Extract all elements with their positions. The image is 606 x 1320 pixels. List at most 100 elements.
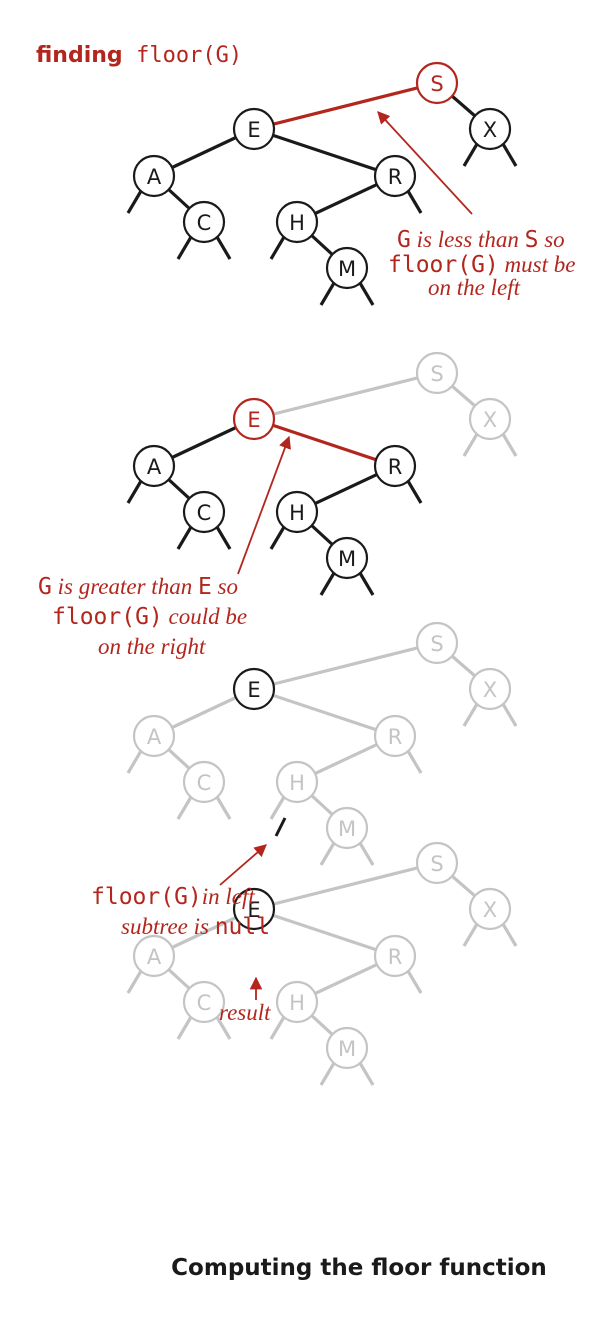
- svg-text:floor(G)in left: floor(G)in left: [91, 884, 255, 910]
- null-link-A-0: [126, 480, 143, 504]
- node-circle: [182, 200, 226, 244]
- node-circle: [182, 490, 226, 534]
- null-link-X-1: [501, 703, 518, 727]
- null-link-M-1: [358, 572, 375, 596]
- null-link-C-1: [215, 526, 232, 550]
- svg-text:on the left: on the left: [428, 275, 521, 300]
- heading: finding floor(G): [36, 42, 242, 68]
- null-link-R-0: [406, 750, 423, 774]
- node-M: M: [325, 536, 369, 580]
- node-circle: [132, 154, 176, 198]
- node-label: X: [483, 118, 497, 142]
- node-circle: [182, 980, 226, 1024]
- node-X: X: [468, 887, 512, 931]
- edge-E-S: [253, 641, 438, 691]
- node-C: C: [182, 200, 226, 244]
- node-label: E: [247, 678, 260, 702]
- null-link-M-1: [358, 282, 375, 306]
- node-C: C: [182, 980, 226, 1024]
- node-C: C: [182, 760, 226, 804]
- node-label: E: [247, 898, 260, 922]
- node-A: A: [132, 934, 176, 978]
- null-link-X-0: [462, 433, 479, 457]
- node-circle: [415, 841, 459, 885]
- node-circle: [275, 200, 319, 244]
- null-link-M-1: [358, 842, 375, 866]
- svg-text:G is less than S so: G is less than S so: [397, 227, 565, 253]
- node-label: E: [247, 118, 260, 142]
- node-label: S: [430, 72, 443, 96]
- node-circle: [325, 246, 369, 290]
- node-S: S: [415, 351, 459, 395]
- null-link-M-1: [358, 1062, 375, 1086]
- stage-2-arrow: [237, 435, 291, 575]
- node-circle: [373, 714, 417, 758]
- node-circle: [275, 980, 319, 1024]
- null-link-X-1: [501, 433, 518, 457]
- node-circle: [132, 714, 176, 758]
- edge-E-R: [253, 687, 396, 738]
- null-link-C-1: [215, 236, 232, 260]
- node-label: C: [197, 771, 212, 795]
- null-link-X-1: [501, 923, 518, 947]
- node-circle: [232, 397, 276, 441]
- null-link-C-1: [215, 796, 232, 820]
- node-E: E: [232, 397, 276, 441]
- edge-E-S: [253, 861, 438, 911]
- node-circle: [468, 107, 512, 151]
- node-circle: [132, 444, 176, 488]
- stage-4-annotation: result: [219, 976, 271, 1025]
- null-link-C-0: [176, 796, 193, 820]
- null-link-M-0: [319, 282, 336, 306]
- stage-1-annotation: G is less than S so floor(G) must be on …: [377, 111, 575, 300]
- heading-code: floor(G): [136, 43, 242, 68]
- node-circle: [132, 934, 176, 978]
- null-link-H-0: [269, 796, 286, 820]
- node-circle: [275, 760, 319, 804]
- edge-E-S: [253, 371, 438, 421]
- node-E: E: [232, 887, 276, 931]
- node-X: X: [468, 667, 512, 711]
- node-label: H: [289, 501, 305, 525]
- node-label: A: [147, 945, 162, 969]
- svg-text:on the right: on the right: [98, 634, 206, 659]
- node-label: C: [197, 211, 212, 235]
- node-circle: [415, 621, 459, 665]
- node-R: R: [373, 934, 417, 978]
- node-circle: [232, 667, 276, 711]
- node-circle: [325, 806, 369, 850]
- node-circle: [182, 760, 226, 804]
- null-link-A-0: [126, 970, 143, 994]
- node-E: E: [232, 667, 276, 711]
- node-C: C: [182, 490, 226, 534]
- node-circle: [373, 444, 417, 488]
- heading-word: finding: [36, 43, 123, 68]
- svg-text:G is greater than E so: G is greater than E so: [38, 574, 238, 600]
- null-link-C-0: [176, 526, 193, 550]
- node-S: S: [415, 621, 459, 665]
- node-label: A: [147, 165, 162, 189]
- node-A: A: [132, 154, 176, 198]
- node-R: R: [373, 714, 417, 758]
- node-S: S: [415, 61, 459, 105]
- edge-E-R: [253, 127, 396, 178]
- node-M: M: [325, 246, 369, 290]
- node-circle: [415, 351, 459, 395]
- null-link-C-0: [176, 1016, 193, 1040]
- node-circle: [415, 61, 459, 105]
- node-circle: [325, 536, 369, 580]
- node-M: M: [325, 806, 369, 850]
- stage-3-annotation: floor(G)in left subtree is null: [91, 817, 287, 940]
- node-H: H: [275, 490, 319, 534]
- stage-3-arrow: [219, 844, 267, 886]
- edge-E-S: [253, 81, 438, 131]
- null-link-X-0: [462, 703, 479, 727]
- node-label: S: [430, 852, 443, 876]
- null-link-R-0: [406, 480, 423, 504]
- null-link-C-0: [176, 236, 193, 260]
- figure-caption: Computing the floor function: [171, 1255, 547, 1281]
